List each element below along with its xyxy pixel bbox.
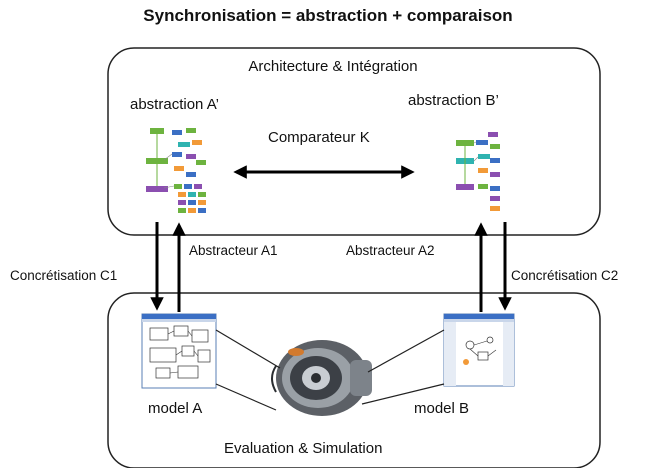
- comparator-label: Comparateur K: [268, 129, 370, 146]
- diagram-title: Synchronisation = abstraction + comparai…: [143, 6, 513, 25]
- model-b-screenshot: [443, 313, 515, 387]
- architecture-box: [107, 47, 601, 236]
- engine-to-model-b-line-upper: [367, 329, 445, 373]
- abstraction-b-diagram: [456, 132, 500, 211]
- abstraction-b-label: abstraction B’: [408, 92, 499, 109]
- concretisation-c1-label: Concrétisation C1: [10, 268, 118, 283]
- engine-to-model-b-line-lower: [361, 383, 445, 405]
- architecture-label: Architecture & Intégration: [248, 58, 418, 75]
- turbofan-engine-image: [271, 340, 372, 416]
- concretisation-c2-label: Concrétisation C2: [511, 268, 619, 283]
- model-a-label: model A: [148, 400, 203, 417]
- abstracteur-a1-label: Abstracteur A1: [189, 243, 278, 258]
- abstracteur-a2-label: Abstracteur A2: [346, 243, 435, 258]
- abstraction-a-label: abstraction A’: [130, 96, 219, 113]
- evaluation-label: Evaluation & Simulation: [224, 440, 383, 457]
- engine-to-model-a-line-upper: [215, 329, 281, 369]
- model-b-label: model B: [414, 400, 470, 417]
- model-a-screenshot: [141, 313, 217, 389]
- engine-to-model-a-line-lower: [215, 383, 277, 411]
- abstraction-a-diagram: [146, 128, 206, 213]
